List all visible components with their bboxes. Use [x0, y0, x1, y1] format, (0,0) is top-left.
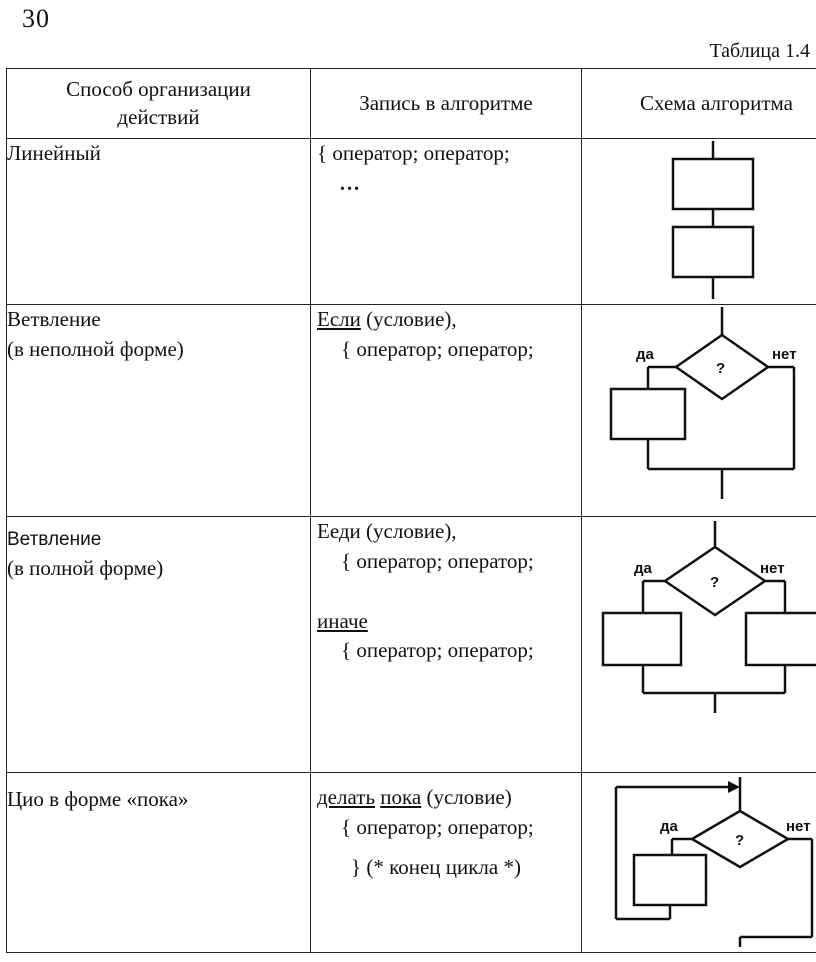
notation-branch-incomplete: Если (условие), { оператор; оператор; [310, 304, 582, 517]
algorithm-structures-table: Способ организации действий Запись в алг… [6, 68, 816, 953]
header-notation: Запись в алгоритме [310, 68, 582, 139]
table-row-while-loop: Цио в форме «пока» делать пока (условие)… [6, 772, 816, 953]
label-yes: да [660, 818, 679, 835]
linear-flowchart [671, 141, 755, 299]
table-row-linear: Линейный { оператор; оператор; … [6, 138, 816, 305]
method-subtitle: (в полной форме) [7, 555, 164, 580]
label-no: нет [760, 560, 785, 577]
method-title: Ветвление [7, 529, 102, 550]
while-loop-flowchart: да нет ? [614, 777, 814, 947]
branch-complete-flowchart: да нет ? [601, 521, 816, 713]
branch-incomplete-flowchart: да нет ? [609, 307, 797, 499]
body-line: { оператор; оператор; [341, 548, 534, 573]
label-no: нет [786, 818, 811, 835]
process-block [632, 853, 708, 907]
label-yes: да [636, 346, 655, 363]
process-block [671, 157, 755, 211]
table-row-branch-complete: Ветвление (в полной форме) Ееди (условие… [6, 516, 816, 773]
decision-diamond [689, 809, 791, 869]
header-method: Способ организации действий [6, 68, 311, 139]
notation-ellipsis: … [339, 170, 360, 195]
keyword-while: пока [380, 785, 422, 809]
process-block-no [744, 611, 816, 667]
label-question: ? [710, 574, 719, 591]
notation-branch-complete: Ееди (условие), { оператор; оператор; ин… [310, 516, 582, 773]
method-subtitle: (в неполной форме) [7, 336, 184, 361]
label-yes: да [634, 560, 653, 577]
label-question: ? [716, 360, 725, 377]
arrow-head [728, 781, 740, 793]
if-line: Если (условие), [311, 305, 581, 335]
method-while-loop: Цио в форме «пока» [6, 772, 311, 953]
scheme-while-loop: да нет ? [581, 772, 816, 953]
page-number: 30 [22, 4, 50, 33]
decision-diamond [673, 333, 771, 401]
body-line: { оператор; оператор; [341, 336, 534, 361]
process-block [609, 387, 687, 441]
method-linear: Линейный [6, 138, 311, 305]
method-branch-incomplete: Ветвление (в неполной форме) [6, 304, 311, 517]
label-no: нет [772, 346, 797, 363]
table-header-row: Способ организации действий Запись в алг… [6, 68, 816, 139]
condition: (условие) [421, 785, 512, 809]
keyword-do: делать [317, 785, 376, 809]
notation-linear: { оператор; оператор; … [310, 138, 582, 305]
process-block [671, 225, 755, 279]
label-question: ? [735, 832, 744, 849]
keyword-else: иначе [317, 608, 368, 633]
body-line: { оператор; оператор; [341, 638, 534, 663]
condition: (условие), [360, 307, 457, 331]
table-row-branch-incomplete: Ветвление (в неполной форме) Если (услов… [6, 304, 816, 517]
loop-head: делать пока (условие) [311, 783, 581, 813]
process-block-yes [601, 611, 683, 667]
scheme-branch-complete: да нет ? [581, 516, 816, 773]
notation-line: { оператор; оператор; [317, 141, 510, 165]
if-line: Ееди (условие), [317, 519, 457, 543]
notation-while-loop: делать пока (условие) { оператор; операт… [310, 772, 582, 953]
scheme-linear [581, 138, 816, 305]
header-scheme: Схема алгоритма [581, 68, 816, 139]
keyword-if: Если [317, 307, 361, 331]
table-caption: Таблица 1.4 [709, 40, 810, 62]
scheme-branch-incomplete: да нет ? [581, 304, 816, 517]
decision-diamond [662, 545, 768, 617]
loop-end: } (* конец цикла *) [351, 854, 521, 879]
method-branch-complete: Ветвление (в полной форме) [6, 516, 311, 773]
method-title: Ветвление [7, 307, 101, 331]
body-line: { оператор; оператор; [341, 814, 534, 839]
